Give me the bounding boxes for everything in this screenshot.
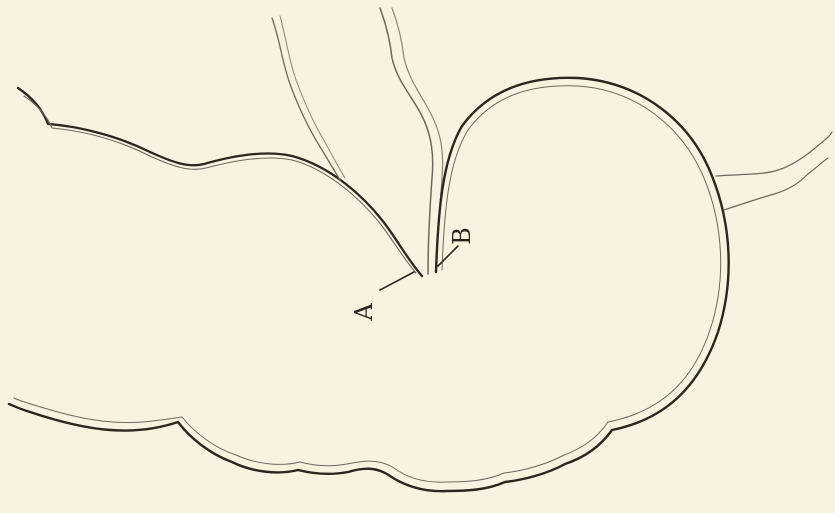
left-vessel (272, 18, 340, 180)
right-vessel-inner (392, 8, 443, 272)
upper-left-contour-inner (24, 96, 416, 273)
main-contour-inner (14, 86, 721, 482)
main-contour (9, 78, 729, 491)
left-vessel-inner (280, 16, 345, 178)
upper-left-contour (18, 88, 422, 276)
label-a: A (350, 303, 378, 322)
leader-line-b (438, 246, 458, 266)
duodenum-stub-lower (724, 158, 828, 210)
label-b: B (448, 227, 476, 245)
leader-line-a (380, 272, 414, 290)
